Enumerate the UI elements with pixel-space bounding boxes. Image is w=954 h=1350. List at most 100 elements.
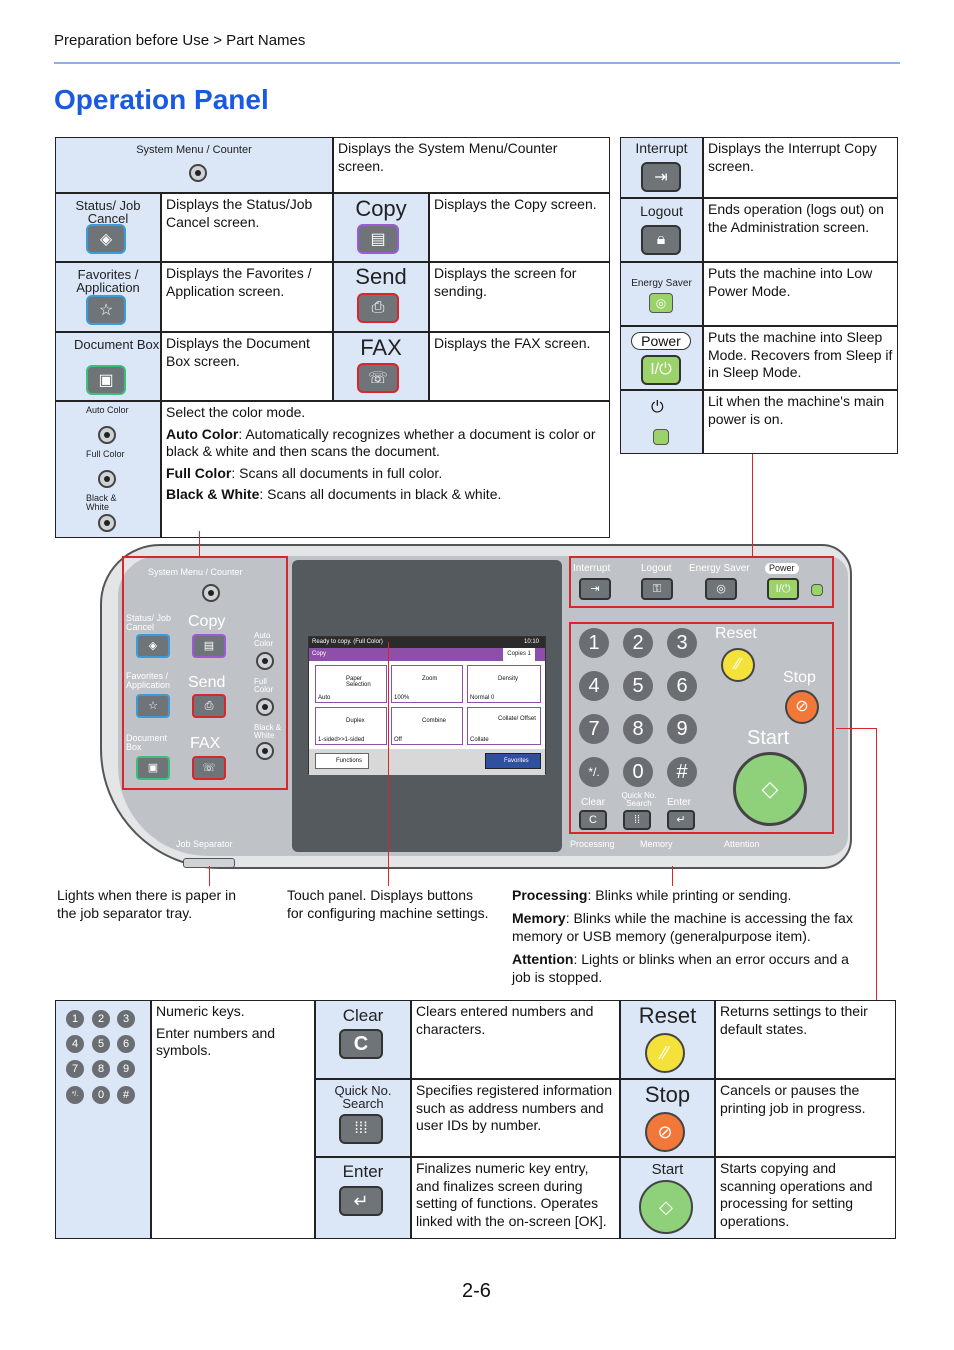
quick-search-icon: ⁞⁞⁞: [339, 1114, 383, 1144]
screen-time: 10:10: [523, 639, 539, 645]
callout-line: [388, 642, 389, 886]
interrupt-key-icon: ⇥: [641, 162, 681, 192]
panel-key-0[interactable]: 0: [623, 757, 653, 787]
attention-text: : Lights or blinks when an error occurs …: [512, 951, 849, 985]
favorites-key-cell: Favorites / Application ☆: [55, 262, 161, 332]
screen-paper-label: Paper Selection: [346, 676, 371, 688]
panel-system-menu-key[interactable]: [202, 584, 220, 602]
panel-interrupt-key[interactable]: ⇥: [579, 578, 611, 600]
power-key-label: Power: [631, 332, 691, 350]
screen-status-bar: Ready to copy. (Full Color) 10:10: [309, 637, 545, 648]
screen-favorites-button[interactable]: Favorites: [485, 753, 541, 769]
screen-tab-bar: Copy Copies 1: [309, 648, 545, 661]
panel-reset-label: Reset: [715, 625, 757, 642]
callout-line: [752, 454, 753, 556]
panel-full-key[interactable]: [256, 698, 274, 716]
send-desc: Displays the screen for sending.: [429, 262, 610, 332]
panel-key-6[interactable]: 6: [667, 671, 697, 701]
start-desc: Starts copying and scanning operations a…: [715, 1157, 896, 1239]
numeric-desc: Numeric keys. Enter numbers and symbols.: [151, 1000, 315, 1239]
panel-status-label: Status/ Job Cancel: [126, 613, 172, 632]
auto-color-title: Auto Color: [166, 425, 239, 442]
panel-key-1[interactable]: 1: [579, 628, 609, 658]
panel-key-7[interactable]: 7: [579, 714, 609, 744]
main-power-desc: Lit when the machine's main power is on.: [703, 390, 898, 454]
num-key-1: 1: [66, 1010, 84, 1028]
enter-key-cell: Enter ↵: [315, 1157, 411, 1239]
panel-stop-key[interactable]: ⊘: [785, 690, 819, 724]
panel-key-9[interactable]: 9: [667, 714, 697, 744]
copy-key-cell: Copy ▤: [333, 193, 429, 262]
indicator-caption: Processing: Blinks while printing or sen…: [512, 886, 857, 991]
status-desc: Displays the Status/Job Cancel screen.: [161, 193, 333, 262]
attention-title: Attention: [512, 951, 574, 967]
memory-title: Memory: [512, 910, 566, 926]
screen-functions-button[interactable]: Functions: [315, 753, 369, 769]
screen-collate-label: Collate/ Offset: [498, 716, 536, 722]
send-key-cell: Send ⎙: [333, 262, 429, 332]
panel-send-label: Send: [188, 674, 226, 691]
screen-copies: Copies 1: [503, 648, 535, 661]
start-key-label: Start: [651, 1161, 684, 1178]
copy-key-icon: ▤: [357, 224, 399, 254]
reset-key-icon: ⁄⁄: [645, 1033, 685, 1073]
panel-fax-label: FAX: [190, 735, 221, 752]
panel-power-label: Power: [765, 563, 799, 574]
panel-bw-key[interactable]: [256, 742, 274, 760]
panel-fax-key[interactable]: ☏: [192, 756, 226, 780]
lock-icon: 🔒︎: [641, 225, 681, 255]
panel-send-key[interactable]: ⎙: [192, 694, 226, 718]
bw-title: Black & White: [166, 486, 260, 502]
panel-start-key[interactable]: ◇: [733, 752, 807, 826]
panel-logout-key[interactable]: ⚿: [641, 578, 673, 600]
panel-docbox-key[interactable]: ▣: [136, 756, 170, 780]
panel-energy-key[interactable]: ◎: [705, 578, 737, 600]
panel-status-key[interactable]: ◈: [136, 634, 170, 658]
status-key-label: Status/ Job Cancel: [75, 198, 141, 226]
numeric-line2: Enter numbers and symbols.: [156, 1024, 276, 1059]
num-key-5: 5: [92, 1035, 110, 1053]
stop-key-icon: ⊘: [645, 1112, 685, 1152]
panel-key-star[interactable]: */.: [579, 757, 609, 787]
panel-enter-key[interactable]: ↵: [667, 810, 695, 830]
panel-interrupt-label: Interrupt: [573, 563, 611, 574]
panel-key-8[interactable]: 8: [623, 714, 653, 744]
panel-key-hash[interactable]: #: [667, 757, 697, 787]
panel-main-power-indicator: [811, 584, 823, 596]
panel-key-5[interactable]: 5: [623, 671, 653, 701]
enter-key-label: Enter: [342, 1162, 384, 1181]
panel-clear-key[interactable]: C: [579, 810, 607, 830]
interrupt-key-label: Interrupt: [635, 140, 688, 156]
screen-duplex-button[interactable]: Duplex 1-sided>>1-sided: [315, 707, 387, 745]
star-icon: ☆: [86, 295, 126, 325]
panel-key-2[interactable]: 2: [623, 628, 653, 658]
panel-copy-key[interactable]: ▤: [192, 634, 226, 658]
panel-key-3[interactable]: 3: [667, 628, 697, 658]
panel-favorites-key[interactable]: ☆: [136, 694, 170, 718]
panel-quick-key[interactable]: ⁞⁞: [623, 810, 651, 830]
panel-system-menu-label: System Menu / Counter: [148, 567, 243, 577]
panel-energy-label: Energy Saver: [689, 563, 750, 574]
panel-reset-key[interactable]: ⁄⁄: [721, 648, 755, 682]
clear-key-label: Clear: [342, 1006, 384, 1025]
touch-panel-caption: Touch panel. Displays buttons for config…: [287, 887, 489, 921]
panel-power-key[interactable]: I/⏻: [767, 578, 799, 600]
docbox-desc: Displays the Document Box screen.: [161, 332, 333, 401]
quick-key-label: Quick No. Search: [334, 1083, 392, 1111]
screen-duplex-value: 1-sided>>1-sided: [318, 737, 365, 743]
panel-auto-key[interactable]: [256, 652, 274, 670]
full-color-title: Full Color: [166, 464, 232, 481]
color-intro: Select the color mode.: [166, 404, 306, 420]
screen-collate-value: Collate: [470, 737, 489, 743]
panel-copy-label: Copy: [188, 613, 226, 630]
interrupt-desc: Displays the Interrupt Copy screen.: [703, 137, 898, 198]
screen-duplex-label: Duplex: [346, 718, 365, 724]
num-key-star: */.: [66, 1086, 84, 1104]
panel-key-4[interactable]: 4: [579, 671, 609, 701]
touch-panel-screen[interactable]: Ready to copy. (Full Color) 10:10 Copy C…: [308, 636, 546, 775]
